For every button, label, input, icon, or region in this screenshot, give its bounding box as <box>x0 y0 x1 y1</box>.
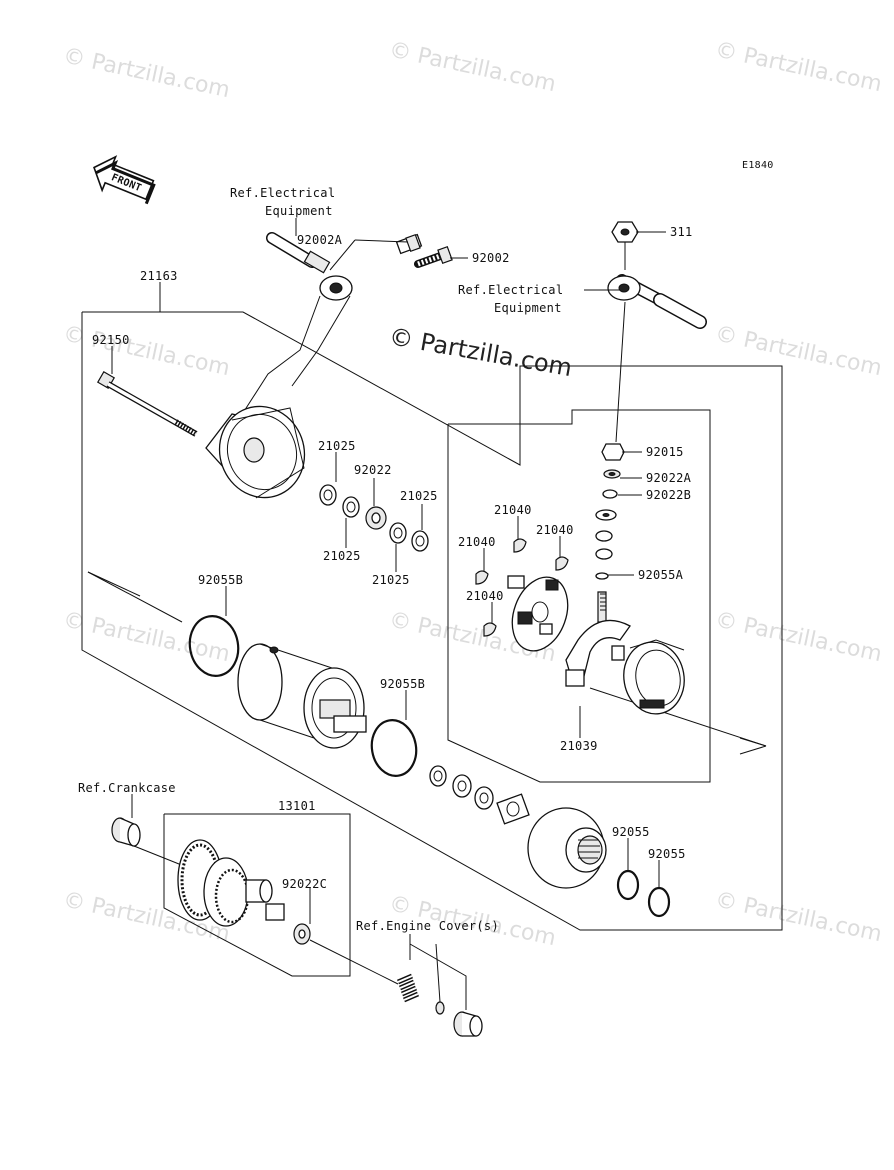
part-label: 21163 <box>140 269 178 283</box>
watermark: © Partzilla.com <box>61 43 232 103</box>
diagram-code: E1840 <box>742 160 774 171</box>
part-label: 92015 <box>646 445 684 459</box>
part-label: 311 <box>670 225 693 239</box>
part-label: 21039 <box>560 739 598 753</box>
part-label: 21025 <box>400 489 438 503</box>
o-ring-92055 <box>647 886 671 918</box>
part-label: 21025 <box>372 573 410 587</box>
watermark: © Partzilla.com <box>387 37 558 97</box>
cover-bushing <box>453 1011 483 1037</box>
o-ring-92055B <box>370 719 418 777</box>
battery-cable <box>607 274 707 329</box>
part-label: 92055 <box>612 825 650 839</box>
watermark: © Partzilla.com <box>713 321 884 381</box>
part-label: 21025 <box>318 439 356 453</box>
part-label: 21040 <box>536 523 574 537</box>
brush-holder <box>507 575 569 652</box>
shims <box>429 765 494 810</box>
part-number-labels: 92002A 92002 311 21163 92150 92015 92022… <box>92 225 693 891</box>
bolt-92002 <box>414 245 453 268</box>
ref-electrical-label: Equipment <box>265 204 333 218</box>
front-cover <box>527 807 607 889</box>
watermark: © Partzilla.com <box>713 607 884 667</box>
washer-set <box>319 484 429 552</box>
o-ring-92055 <box>616 869 640 901</box>
washer-92022C <box>293 923 399 985</box>
end-cover <box>205 405 306 499</box>
watermark: © Partzilla.com <box>713 887 884 947</box>
reference-labels: Ref.Electrical Equipment Ref.Electrical … <box>78 186 563 933</box>
watermark: © Partzilla.com <box>61 321 232 381</box>
leader-lines <box>111 218 666 1003</box>
brush-plate <box>565 591 631 687</box>
bolt-92002A <box>395 233 423 255</box>
ref-electrical-label: Equipment <box>494 301 562 315</box>
spring <box>397 973 419 1003</box>
starter-motor <box>237 643 367 749</box>
part-label: 92055B <box>198 573 243 587</box>
part-label: 21040 <box>458 535 496 549</box>
part-label: 92055B <box>380 677 425 691</box>
part-label: 92022A <box>646 471 692 485</box>
part-label: 92002A <box>297 233 343 247</box>
washer <box>435 1001 445 1015</box>
part-label: 21025 <box>323 549 361 563</box>
part-label: 92002 <box>472 251 510 265</box>
crankcase-bushing <box>111 817 185 867</box>
part-label: 92055A <box>638 568 684 582</box>
part-label: 92022 <box>354 463 392 477</box>
part-label: 13101 <box>278 799 316 813</box>
ref-electrical-label: Ref.Electrical <box>458 283 563 297</box>
ref-engine-cover-label: Ref.Engine Cover(s) <box>356 919 499 933</box>
front-arrow-icon: FRONT <box>93 155 156 205</box>
o-ring-92055B <box>188 615 240 677</box>
starter-cable <box>231 232 353 431</box>
terminal-stack <box>595 242 626 580</box>
part-label: 92150 <box>92 333 130 347</box>
watermark-main: © Partzilla.com <box>387 322 574 382</box>
assembly-outline <box>81 311 783 1010</box>
lock-plate <box>496 793 530 825</box>
ref-crankcase-label: Ref.Crankcase <box>78 781 176 795</box>
part-label: 92022C <box>282 877 327 891</box>
ref-electrical-label: Ref.Electrical <box>230 186 335 200</box>
part-label: 92055 <box>648 847 686 861</box>
nut-311 <box>611 221 639 243</box>
starter-clutch <box>177 839 285 927</box>
part-label: 21040 <box>466 589 504 603</box>
yoke-ring <box>623 639 685 715</box>
part-label: 21040 <box>494 503 532 517</box>
bolt-92150 <box>96 370 198 437</box>
part-label: 92022B <box>646 488 691 502</box>
watermark: © Partzilla.com <box>713 37 884 97</box>
